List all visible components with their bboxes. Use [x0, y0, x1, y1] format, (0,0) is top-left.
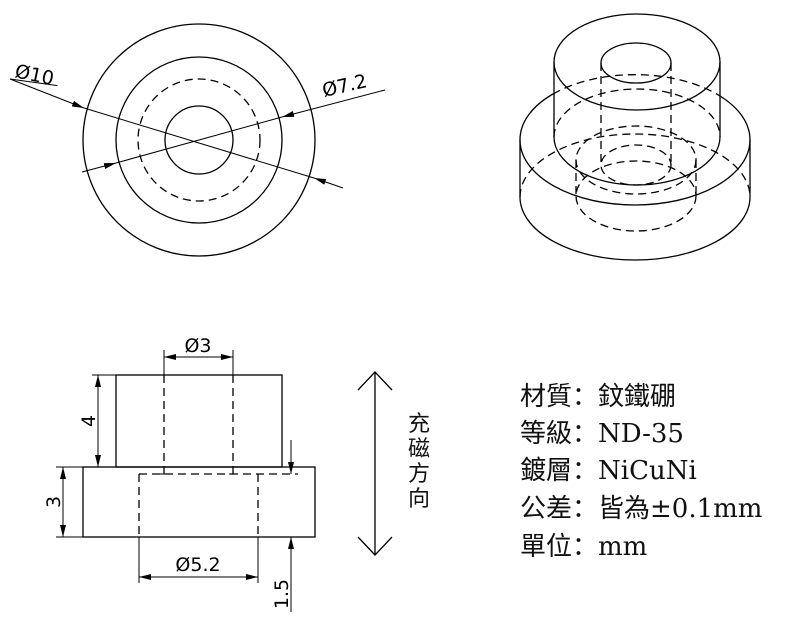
dim-base-height-label: 3: [43, 496, 65, 508]
dim-counterbore-label: Ø5.2: [175, 554, 220, 576]
dim-mid-leader: [281, 89, 386, 118]
specifications: 材質：鈫鐵硼 等級：ND-35 鍍層：NiCuNi 公差：皆為±0.1mm 單位…: [520, 382, 762, 562]
spec-row: 鍍層：NiCuNi: [520, 456, 697, 486]
isometric-view: [519, 13, 751, 261]
boss-outline: [115, 374, 283, 468]
magnetization-char: 向: [408, 487, 430, 512]
spec-row: 材質：鈫鐵硼: [520, 382, 676, 412]
base-outline: [82, 466, 316, 538]
hole-circle: [164, 105, 234, 175]
boss-bottom-hidden: [553, 88, 721, 138]
dim-hole-label: Ø3: [184, 335, 211, 357]
dim-outer-arrow: [313, 177, 344, 189]
spec-row: 公差：皆為±0.1mm: [520, 494, 762, 524]
base-top-left: [519, 93, 554, 141]
counterbore-top-hidden: [575, 125, 697, 195]
boss-top: [553, 13, 721, 111]
dim-mid-arrow: [81, 162, 117, 173]
magnetization-char: 方: [408, 462, 430, 487]
front-view: Ø3 4 3 Ø5.2 1.5: [43, 335, 316, 612]
arrow-head-down: [357, 536, 393, 556]
spec-row: 單位：mm: [520, 532, 647, 562]
hole-bottom-hidden: [600, 144, 672, 186]
dim-mid-line: [115, 116, 283, 164]
arrow-head-up: [357, 371, 393, 391]
base-top-front: [519, 139, 751, 206]
dim-boss-height-label: 4: [78, 415, 100, 427]
dim-mid-label: Ø7.2: [320, 70, 369, 102]
magnetization-char: 充: [408, 412, 430, 437]
spec-row: 等級：ND-35: [520, 419, 684, 449]
counterbore-hidden-circle: [137, 78, 261, 202]
base-side: [519, 140, 751, 261]
dim-outer-underline: [9, 78, 58, 87]
dim-counterbore-depth-label: 1.5: [271, 579, 293, 609]
dim-outer-leader: [9, 78, 85, 109]
magnetization-arrow: 充 磁 方 向: [357, 371, 430, 556]
base-bottom-hidden: [519, 133, 751, 198]
base-top-right: [719, 95, 751, 141]
magnetization-char: 磁: [408, 437, 430, 462]
dim-outer-label: Ø10: [13, 60, 56, 90]
outer-circle: [82, 23, 316, 257]
boss-circle: [115, 56, 283, 224]
dim-outer-line: [83, 107, 315, 179]
top-view: Ø10 Ø7.2: [9, 23, 386, 257]
hole-top: [600, 42, 672, 84]
counterbore-bottom-hidden: [575, 160, 697, 232]
base-top-hidden: [552, 74, 721, 97]
